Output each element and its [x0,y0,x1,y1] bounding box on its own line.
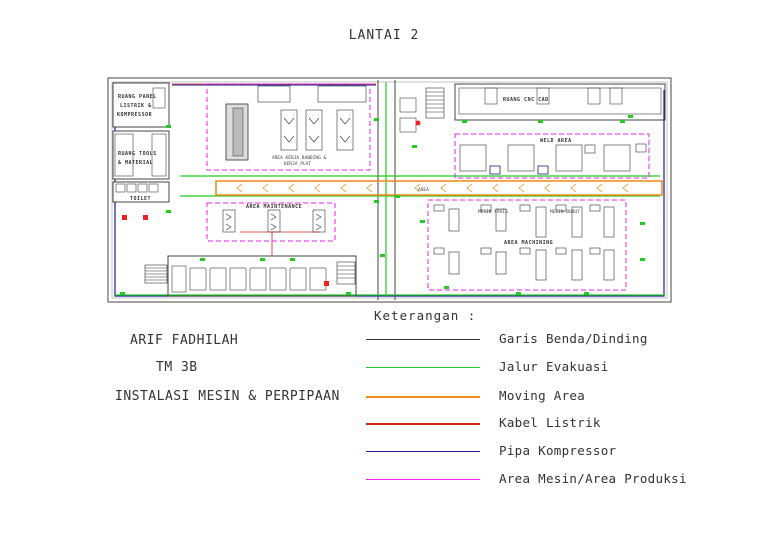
stair-top [425,87,445,119]
bending-area [206,83,371,171]
legend-swatch-evacuation [366,367,480,368]
evacuation-markers [120,115,645,295]
panel-room [112,82,170,128]
building-outline [107,77,672,303]
legend-label: Kabel Listrik [499,415,601,430]
machining-machines [433,204,615,281]
svg-text:LISTRIK &: LISTRIK & [120,103,152,109]
page-title: LANTAI 2 [348,28,420,43]
legend-item-cable: Kabel Listrik [366,415,726,433]
frais-label: MESIN FRAIS [478,209,508,215]
evacuation-route [115,82,665,296]
legend-label: Pipa Kompressor [499,443,617,458]
legend-item-wall: Garis Benda/Dinding [366,331,726,349]
toilet-label: TOILET [130,196,151,202]
legend-item-evacuation: Jalur Evakuasi [366,359,726,377]
legend-item-pipe: Pipa Kompressor [366,443,726,461]
svg-text:& MATERIAL: & MATERIAL [118,160,153,166]
svg-text:KOMPRESSOR: KOMPRESSOR [117,112,153,118]
cnc-room [454,83,666,121]
panel-room-label: RUANG PANEL [118,94,157,100]
author-subject: INSTALASI MESIN & PERPIPAAN [115,389,340,404]
cnc-room-label: RUANG CNC CAD [503,97,549,103]
legend-item-moving: Moving Area [366,388,726,406]
legend-label: Area Mesin/Area Produksi [499,471,687,486]
bending-area-label: AREA KERJA BANDING & [272,155,326,161]
moving-area [215,180,663,196]
weld-area-label: WELD AREA [540,138,572,144]
moving-area-label: AREA [418,187,429,193]
legend-label: Moving Area [499,388,586,403]
legend-swatch-cable [366,423,480,425]
legend-label: Garis Benda/Dinding [499,331,648,346]
stair-right [336,261,356,285]
stair-left [144,264,168,284]
legend-swatch-machine-area [366,479,480,480]
machining-label: AREA MACHINING [504,240,553,246]
legend-label: Jalur Evakuasi [499,359,609,374]
floor-plan: AREA RUANG PANEL LISTRIK & KOMPRESSOR RU… [107,77,672,303]
svg-text:KERJA PLAT: KERJA PLAT [284,161,311,167]
maintenance-area [206,202,336,242]
weld-area [454,133,650,179]
maintenance-label: AREA MAINTENANCE [246,204,302,210]
author-name: ARIF FADHILAH [130,333,239,348]
legend-swatch-pipe [366,451,480,452]
machining-area [427,199,627,291]
tools-room [112,130,170,180]
bubut-label: MESIN BUBUT [550,209,580,215]
legend-heading: Keterangan : [374,308,477,323]
legend-swatch-moving [366,396,480,398]
legend-item-machine-area: Area Mesin/Area Produksi [366,471,726,489]
tools-room-label: RUANG TOOLS [118,151,157,157]
author-class: TM 3B [156,360,198,375]
legend-swatch-wall [366,339,480,340]
